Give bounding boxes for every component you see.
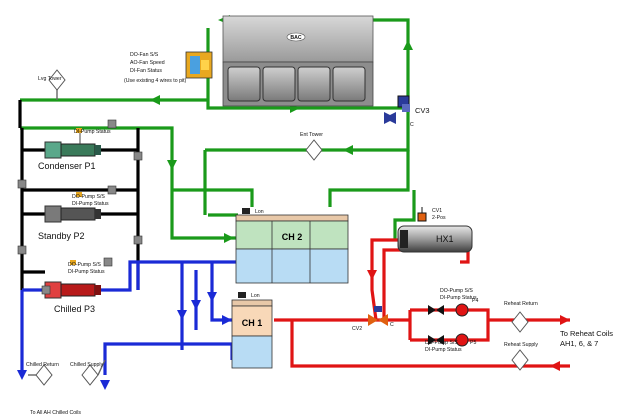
reheat-return-sensor[interactable] [511,311,529,333]
p1-label: Condenser P1 [38,161,96,171]
chilled-return-sensor[interactable] [28,364,53,386]
hx1-label: HX1 [436,234,454,244]
cv1-mode-label: 2-Pos [432,215,446,221]
chiller-ch2[interactable] [235,214,349,284]
chilled-supply-label: Chilled Supply [70,362,104,368]
tower-brand: BAC [290,35,301,41]
ch2-lon-label: Lon [255,209,264,215]
chilled-flow-arrows [17,292,232,390]
cv3-label: CV3 [415,106,430,115]
lvg-tower-sensor[interactable] [48,69,66,100]
condenser-pump-p1[interactable] [44,128,101,159]
reheat-flow-arrows [367,270,570,371]
chiller-ch1[interactable] [231,299,273,369]
tower-controller-icon[interactable] [185,51,213,79]
p4-point-1: DO-Pump S/S [440,288,473,294]
standby-pump-p2[interactable] [44,192,101,223]
reheat-supply-label: Reheat Supply [504,342,538,348]
cv2-label: CV2 [352,326,362,332]
ent-tower-sensor[interactable] [305,139,323,161]
chilled-water-piping [20,260,238,375]
p3-label: Chilled P3 [54,304,95,314]
heat-exchanger-hx1[interactable] [397,225,473,253]
cv1-valve[interactable] [417,207,427,222]
p3-point-2: DI-Pump Status [68,269,105,275]
tower-point-1: DO-Fan S/S [130,52,159,58]
p5-point-1: DO-Pump S/S [425,340,458,346]
p5-point-2: DI-Pump Status [425,347,462,353]
reheat-water-piping [274,238,570,368]
tower-point-2: AO-Fan Speed [130,60,165,66]
p5-label: P5 [470,340,476,346]
tower-fan-cells [227,66,366,102]
p2-point-1: DO-Pump S/S [72,194,105,200]
reheat-pump-p4[interactable] [428,303,469,317]
chilled-supply-sensor[interactable] [81,359,106,386]
p4-label: P4 [472,298,478,304]
ch1-lon-label: Lon [251,293,260,299]
ch2-label: CH 2 [282,232,303,242]
cv2-c-label: C [390,322,394,328]
tower-point-3: DI-Fan Status [130,68,162,74]
to-reheat-line1: To Reheat Coils [560,329,613,338]
ch1-lon-module [238,292,246,298]
reheat-return-label: Reheat Return [504,301,538,307]
cv1-label: CV1 [432,208,442,214]
ch2-lon-module [242,208,250,214]
reheat-pump-p5[interactable] [428,333,469,347]
ent-tower-label: Ent Tower [300,132,323,138]
header-isolation-valves [17,119,143,295]
bac-logo [286,32,306,42]
cv3-c-label: C [410,122,414,128]
p1-point-1: DI-Pump Status [74,129,111,135]
tower-note: (Use existing 4 wires to pit) [124,78,187,84]
cv3-valve[interactable] [384,95,410,124]
p3-point-1: DO-Pump S/S [68,262,101,268]
reheat-supply-sensor[interactable] [511,349,529,371]
cooling-tower: BAC [222,15,374,107]
p2-label: Standby P2 [38,231,85,241]
ch1-label: CH 1 [242,318,263,328]
chilled-return-label: Chilled Return [26,362,59,368]
p2-point-2: DI-Pump Status [72,201,109,207]
tower-point-list: DO-Fan S/S AO-Fan Speed DI-Fan Status (U… [124,52,187,84]
to-reheat-line2: AH1, 6, & 7 [560,339,598,348]
cv2-valve[interactable] [368,306,388,326]
lvg-tower-label: Lvg Tower [38,76,62,82]
to-all-ah-label: To All AH Chilled Coils [30,410,81,416]
p4-point-2: DI-Pump Status [440,295,477,301]
